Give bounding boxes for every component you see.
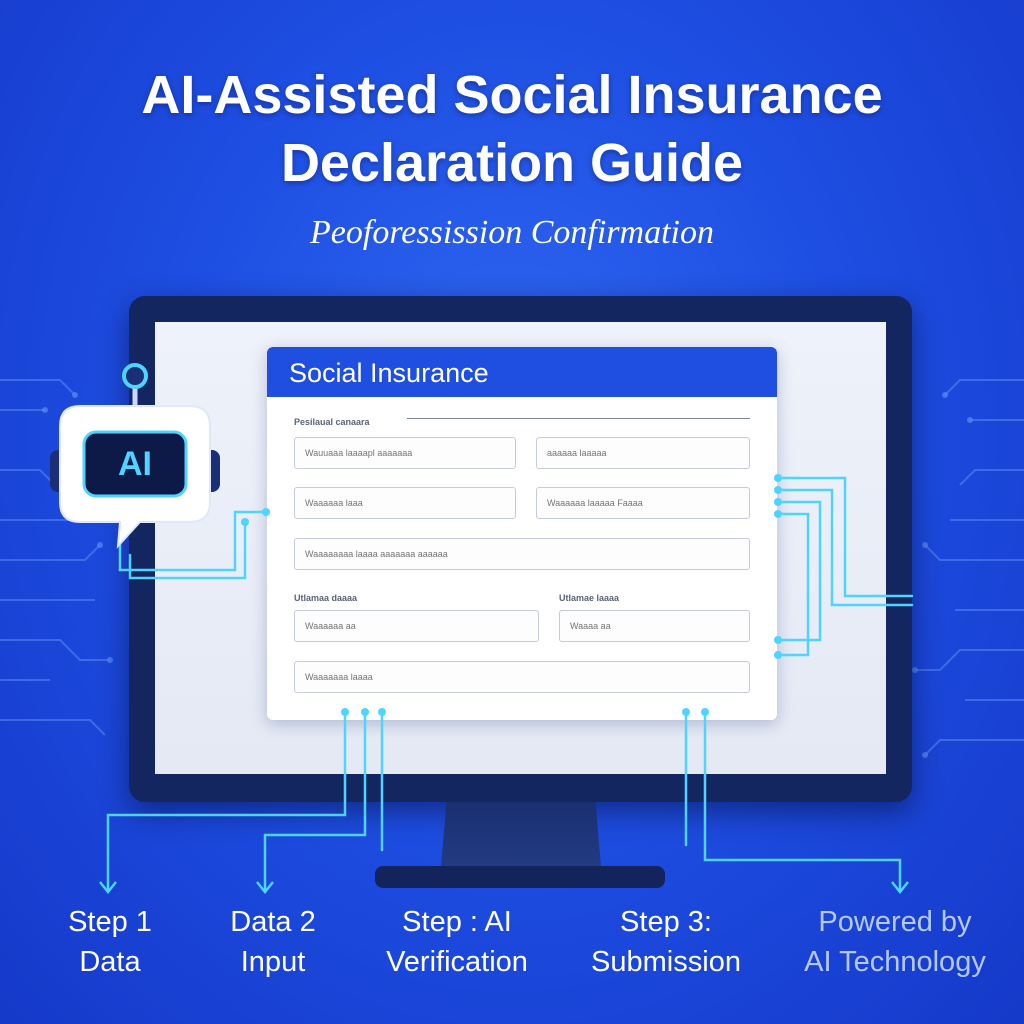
page-title-line1: AI-Assisted Social Insurance: [141, 65, 883, 125]
step-4-line2: Submission: [591, 946, 741, 978]
section-label-3: Utlamae laaaa: [559, 593, 620, 603]
step-3: Step : AI Verification: [362, 902, 552, 982]
ai-badge-text: AI: [118, 445, 152, 483]
form-field-5[interactable]: [294, 538, 750, 570]
powered-by: Powered by AI Technology: [790, 902, 1000, 982]
form-field-2[interactable]: [536, 437, 750, 469]
step-2: Data 2 Input: [178, 902, 368, 982]
step-3-line1: Step : AI: [402, 906, 512, 938]
powered-by-line1: Powered by: [818, 906, 972, 938]
section-label-personal: Pesilaual canaara: [294, 417, 370, 427]
step-4-line1: Step 3:: [620, 906, 712, 938]
ai-robot-icon: [50, 363, 220, 549]
form-field-6[interactable]: [294, 610, 539, 642]
form-title: Social Insurance: [267, 347, 777, 397]
step-1-line2: Data: [79, 946, 141, 978]
step-3-line2: Verification: [386, 946, 528, 978]
form-field-7[interactable]: [559, 610, 750, 642]
powered-by-line2: AI Technology: [804, 946, 986, 978]
step-4: Step 3: Submission: [571, 902, 761, 982]
page-subtitle: Peoforessission Confirmation: [310, 214, 714, 251]
form-field-4[interactable]: [536, 487, 750, 519]
form-field-3[interactable]: [294, 487, 516, 519]
page-title-line2: Declaration Guide: [280, 133, 744, 193]
form-field-8[interactable]: [294, 661, 750, 693]
section-label-2: Utlamaa daaaa: [294, 593, 358, 603]
social-insurance-form: Social Insurance Pesilaual canaara Utlam…: [267, 347, 777, 720]
step-2-line2: Input: [240, 946, 306, 978]
section-divider: [407, 418, 750, 419]
monitor-stand-base: [375, 866, 665, 888]
monitor-stand-neck: [440, 802, 602, 878]
step-1: Step 1 Data: [15, 902, 205, 982]
step-1-line1: Step 1: [68, 906, 152, 938]
step-2-line1: Data 2: [230, 906, 316, 938]
form-field-1[interactable]: [294, 437, 516, 469]
